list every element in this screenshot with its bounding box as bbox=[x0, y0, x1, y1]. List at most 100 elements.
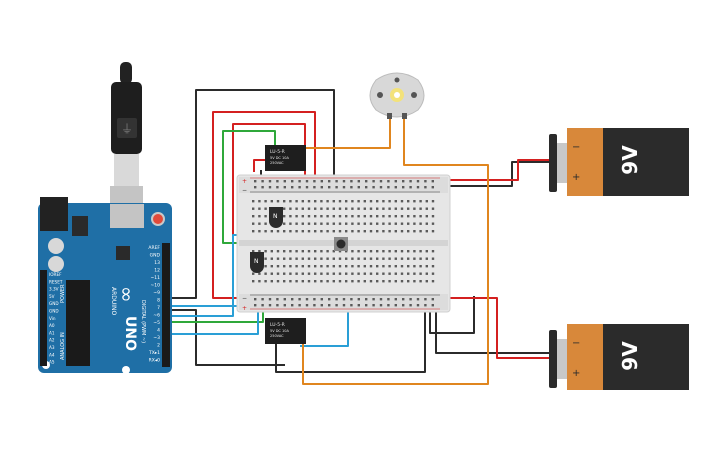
breadboard-hole[interactable] bbox=[338, 280, 342, 283]
breadboard-hole[interactable] bbox=[320, 304, 323, 307]
breadboard-hole[interactable] bbox=[307, 280, 311, 283]
breadboard-hole[interactable] bbox=[382, 215, 385, 218]
breadboard-hole[interactable] bbox=[252, 215, 255, 218]
breadboard-hole[interactable] bbox=[369, 207, 373, 210]
breadboard-hole[interactable] bbox=[425, 280, 428, 283]
breadboard-hole[interactable] bbox=[307, 222, 311, 225]
breadboard-hole[interactable] bbox=[305, 180, 309, 183]
breadboard-hole[interactable] bbox=[328, 298, 331, 301]
breadboard-hole[interactable] bbox=[363, 230, 366, 233]
breadboard-hole[interactable] bbox=[394, 272, 397, 275]
breadboard-hole[interactable] bbox=[313, 298, 316, 301]
breadboard-hole[interactable] bbox=[351, 222, 354, 225]
breadboard-hole[interactable] bbox=[332, 215, 335, 218]
breadboard-hole[interactable] bbox=[291, 180, 294, 183]
breadboard-hole[interactable] bbox=[357, 215, 360, 218]
breadboard-hole[interactable] bbox=[326, 215, 329, 218]
breadboard-hole[interactable] bbox=[431, 230, 435, 233]
breadboard-hole[interactable] bbox=[425, 257, 428, 260]
breadboard-hole[interactable] bbox=[351, 230, 354, 233]
breadboard-hole[interactable] bbox=[258, 200, 261, 203]
breadboard-hole[interactable] bbox=[369, 250, 373, 253]
breadboard-hole[interactable] bbox=[345, 280, 348, 283]
breadboard-hole[interactable] bbox=[326, 257, 329, 260]
breadboard-hole[interactable] bbox=[425, 222, 428, 225]
breadboard-hole[interactable] bbox=[254, 304, 257, 307]
breadboard-hole[interactable] bbox=[425, 265, 428, 268]
breadboard-hole[interactable] bbox=[357, 186, 360, 189]
breadboard-hole[interactable] bbox=[313, 186, 316, 189]
breadboard-hole[interactable] bbox=[345, 257, 348, 260]
breadboard-hole[interactable] bbox=[369, 257, 373, 260]
breadboard-hole[interactable] bbox=[283, 230, 286, 233]
breadboard-hole[interactable] bbox=[295, 215, 298, 218]
breadboard-hole[interactable] bbox=[394, 304, 397, 307]
breadboard-hole[interactable] bbox=[365, 186, 368, 189]
breadboard-hole[interactable] bbox=[268, 304, 272, 307]
breadboard-hole[interactable] bbox=[413, 265, 416, 268]
breadboard-hole[interactable] bbox=[394, 230, 397, 233]
breadboard-hole[interactable] bbox=[261, 304, 264, 307]
breadboard-hole[interactable] bbox=[431, 280, 435, 283]
breadboard-hole[interactable] bbox=[387, 304, 390, 307]
breadboard-hole[interactable] bbox=[345, 207, 348, 210]
breadboard-hole[interactable] bbox=[369, 230, 373, 233]
wire-red-outer[interactable] bbox=[212, 111, 316, 299]
breadboard-hole[interactable] bbox=[382, 265, 385, 268]
breadboard-hole[interactable] bbox=[413, 222, 416, 225]
breadboard-hole[interactable] bbox=[382, 280, 385, 283]
breadboard-hole[interactable] bbox=[400, 230, 404, 233]
breadboard-hole[interactable] bbox=[332, 250, 335, 253]
breadboard-hole[interactable] bbox=[342, 180, 346, 183]
breadboard-hole[interactable] bbox=[394, 298, 397, 301]
breadboard-hole[interactable] bbox=[372, 298, 375, 301]
breadboard-hole[interactable] bbox=[338, 200, 342, 203]
breadboard-hole[interactable] bbox=[264, 280, 267, 283]
breadboard-hole[interactable] bbox=[425, 207, 428, 210]
breadboard-hole[interactable] bbox=[283, 304, 286, 307]
breadboard-hole[interactable] bbox=[268, 180, 272, 183]
usb-cable[interactable]: ⏚ bbox=[110, 62, 143, 216]
breadboard-hole[interactable] bbox=[307, 272, 311, 275]
breadboard-hole[interactable] bbox=[289, 265, 292, 268]
breadboard-hole[interactable] bbox=[326, 280, 329, 283]
breadboard-hole[interactable] bbox=[394, 207, 397, 210]
breadboard-hole[interactable] bbox=[314, 200, 317, 203]
breadboard-hole[interactable] bbox=[289, 215, 292, 218]
breadboard-hole[interactable] bbox=[372, 304, 375, 307]
breadboard-hole[interactable] bbox=[365, 180, 368, 183]
breadboard-hole[interactable] bbox=[407, 200, 410, 203]
breadboard-hole[interactable] bbox=[332, 230, 335, 233]
breadboard-hole[interactable] bbox=[382, 272, 385, 275]
breadboard-hole[interactable] bbox=[307, 230, 311, 233]
breadboard-hole[interactable] bbox=[416, 304, 420, 307]
breadboard-hole[interactable] bbox=[291, 298, 294, 301]
breadboard-hole[interactable] bbox=[283, 257, 286, 260]
breadboard-hole[interactable] bbox=[258, 230, 261, 233]
breadboard-hole[interactable] bbox=[332, 257, 335, 260]
breadboard-hole[interactable] bbox=[295, 230, 298, 233]
breadboard-hole[interactable] bbox=[363, 200, 366, 203]
breadboard-hole[interactable] bbox=[264, 215, 267, 218]
breadboard-hole[interactable] bbox=[320, 222, 323, 225]
breadboard-hole[interactable] bbox=[394, 280, 397, 283]
breadboard-hole[interactable] bbox=[345, 230, 348, 233]
breadboard-hole[interactable] bbox=[264, 265, 267, 268]
breadboard-hole[interactable] bbox=[328, 180, 331, 183]
breadboard-hole[interactable] bbox=[431, 180, 434, 183]
breadboard-hole[interactable] bbox=[379, 180, 383, 183]
breadboard-hole[interactable] bbox=[376, 207, 379, 210]
breadboard-hole[interactable] bbox=[298, 304, 301, 307]
breadboard-hole[interactable] bbox=[425, 272, 428, 275]
breadboard-hole[interactable] bbox=[283, 180, 286, 183]
breadboard-hole[interactable] bbox=[326, 265, 329, 268]
breadboard-hole[interactable] bbox=[268, 298, 272, 301]
breadboard-hole[interactable] bbox=[264, 200, 267, 203]
breadboard-hole[interactable] bbox=[350, 298, 353, 301]
breadboard-hole[interactable] bbox=[320, 215, 323, 218]
breadboard-hole[interactable] bbox=[298, 186, 301, 189]
breadboard-hole[interactable] bbox=[283, 250, 286, 253]
breadboard-hole[interactable] bbox=[431, 265, 435, 268]
breadboard-hole[interactable] bbox=[252, 272, 255, 275]
breadboard-hole[interactable] bbox=[416, 180, 420, 183]
